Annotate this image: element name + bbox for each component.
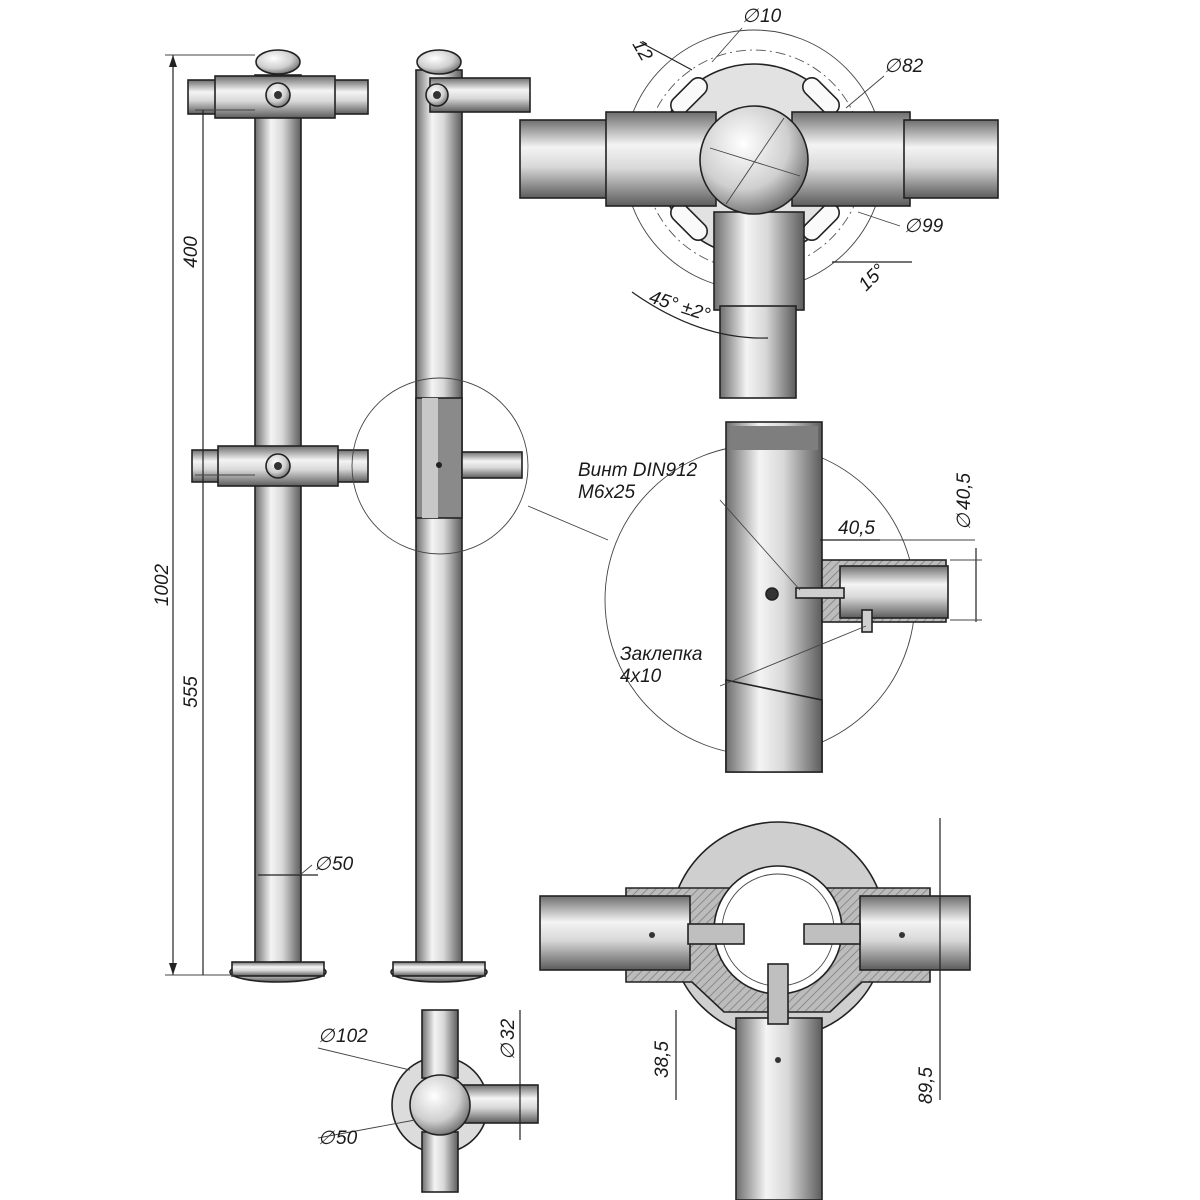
- pipe-diameter-dim: ∅ 50: [258, 854, 354, 876]
- dia-symbol-99: ∅: [904, 216, 922, 237]
- label-slot-len: 12: [628, 36, 657, 65]
- top-view-connector: [519, 29, 999, 399]
- label-base-dia: 102: [336, 1026, 368, 1047]
- section-view: [539, 821, 971, 1200]
- section-dimensions: 38,5 89,5: [652, 818, 941, 1104]
- label-pipe-dia: 50: [332, 854, 354, 875]
- label-height-upper: 400: [181, 236, 202, 268]
- dia-symbol-102: ∅: [318, 1026, 336, 1047]
- post-side-view: [351, 49, 531, 983]
- post-front-view: [187, 49, 369, 983]
- dia-symbol-50b: ∅: [318, 1128, 336, 1149]
- label-height-lower: 555: [181, 676, 202, 708]
- height-dimensions: 1002 400 555: [152, 54, 255, 976]
- label-rivet-2: 4x10: [620, 666, 662, 687]
- label-post-dia-top: 50: [336, 1128, 358, 1149]
- label-dim-left-bottom: 38,5: [652, 1041, 673, 1078]
- label-hole-dia: 10: [760, 6, 782, 27]
- label-rivet-1: Заклепка: [620, 644, 702, 665]
- dia-symbol-32: ∅: [498, 1042, 519, 1060]
- detail-dimensions: Винт DIN912 M6x25 Заклепка 4x10 40,5 ∅ 4…: [578, 460, 982, 687]
- dia-symbol-82: ∅: [884, 56, 902, 77]
- label-flange-base: 99: [922, 216, 944, 237]
- small-top-view: ∅ 102 ∅ 50 ∅ 32: [317, 1009, 539, 1193]
- label-angle-small: 15°: [855, 260, 890, 295]
- label-dim-offset: 40,5: [838, 518, 875, 539]
- label-screw-1: Винт DIN912: [578, 460, 698, 481]
- dia-symbol-detail: ∅: [954, 512, 975, 530]
- label-dim-right-bottom: 89,5: [916, 1067, 937, 1104]
- diameter-symbol: ∅: [314, 854, 332, 875]
- label-screw-2: M6x25: [578, 482, 635, 503]
- label-angle-main: 45° ±2°: [646, 287, 712, 326]
- dia-symbol-hole: ∅: [742, 6, 760, 27]
- label-height-total: 1002: [152, 563, 173, 606]
- label-rail-dia: 32: [498, 1018, 519, 1040]
- label-flange-outer: 82: [902, 56, 924, 77]
- detail-view: [527, 421, 949, 773]
- label-dim-dia-detail: 40,5: [954, 473, 975, 510]
